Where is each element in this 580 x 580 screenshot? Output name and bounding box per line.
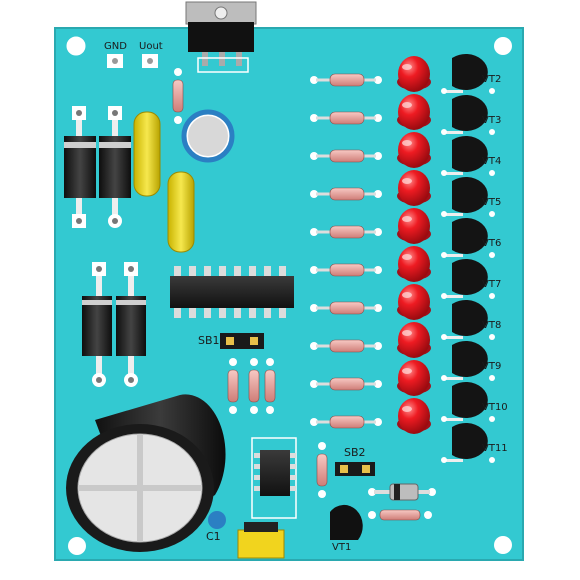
resistor xyxy=(310,73,382,87)
transistor-label: VT11 xyxy=(482,443,508,454)
transistor-label: VT5 xyxy=(482,197,501,208)
gnd-label: GND xyxy=(104,41,127,52)
electrolytic-capacitor-small xyxy=(181,109,235,163)
c1-label: C1 xyxy=(206,530,221,543)
vt1-label: VT1 xyxy=(332,542,351,553)
resistor-near-sb2 xyxy=(316,442,328,498)
uout-label: Uout xyxy=(139,41,163,52)
resistor xyxy=(310,301,382,315)
diodes-left-bottom xyxy=(82,262,146,387)
diode-small xyxy=(368,483,436,501)
transistor-vt4: VT4 xyxy=(441,135,501,176)
transistor-vt2: VT2 xyxy=(441,53,501,94)
jumper-sb2: SB2 xyxy=(335,446,375,476)
led xyxy=(397,132,431,168)
jumper-sb1: SB1 xyxy=(198,333,264,349)
led xyxy=(397,284,431,320)
mounting-holes xyxy=(66,36,512,555)
transistor-label: VT10 xyxy=(482,402,508,413)
resistor xyxy=(310,187,382,201)
transistor-vt3: VT3 xyxy=(441,94,501,135)
led xyxy=(397,360,431,396)
connector-bottom xyxy=(237,522,285,559)
sb2-label: SB2 xyxy=(344,446,366,459)
led xyxy=(397,398,431,434)
ic-main xyxy=(170,266,294,318)
transistor-vt5: VT5 xyxy=(441,177,501,217)
resistor-group-center xyxy=(227,358,276,414)
voltage-regulator xyxy=(185,1,257,73)
resistor xyxy=(310,263,382,277)
led-column xyxy=(397,56,431,434)
diodes-left-top xyxy=(64,106,131,228)
led xyxy=(397,56,431,92)
led xyxy=(397,208,431,244)
transistor-label: VT8 xyxy=(482,320,501,331)
transistor-label: VT9 xyxy=(482,361,501,372)
resistor xyxy=(310,225,382,239)
led xyxy=(397,322,431,358)
resistor xyxy=(310,149,382,163)
sb1-label: SB1 xyxy=(198,334,220,347)
resistor xyxy=(310,415,382,429)
resistor xyxy=(310,377,382,391)
transistor-label: VT3 xyxy=(482,115,501,126)
transistor-label: VT2 xyxy=(482,74,501,85)
resistor xyxy=(310,339,382,353)
power-pads: GND Uout xyxy=(104,41,163,68)
transistor-label: VT4 xyxy=(482,156,501,167)
transistor-vt10: VT10 xyxy=(441,382,508,422)
ic-small xyxy=(251,437,297,519)
transistor-label: VT6 xyxy=(482,238,501,249)
transistor-vt11: VT11 xyxy=(441,423,508,463)
transistor-vt9: VT9 xyxy=(441,341,501,381)
led xyxy=(397,94,431,130)
transistor-label: VT7 xyxy=(482,279,501,290)
resistor-top-left xyxy=(172,68,184,124)
transistor-vt8: VT8 xyxy=(441,300,501,340)
resistor-bottom-right xyxy=(368,509,432,521)
resistor xyxy=(310,111,382,125)
film-capacitors xyxy=(133,111,195,253)
led xyxy=(397,170,431,206)
resistor-column xyxy=(310,73,382,429)
transistor-vt1: VT1 xyxy=(330,504,363,553)
transistor-vt7: VT7 xyxy=(441,259,501,299)
led xyxy=(397,246,431,282)
transistor-vt6: VT6 xyxy=(441,218,501,258)
electrolytic-capacitor-c1: C1 xyxy=(66,394,226,552)
